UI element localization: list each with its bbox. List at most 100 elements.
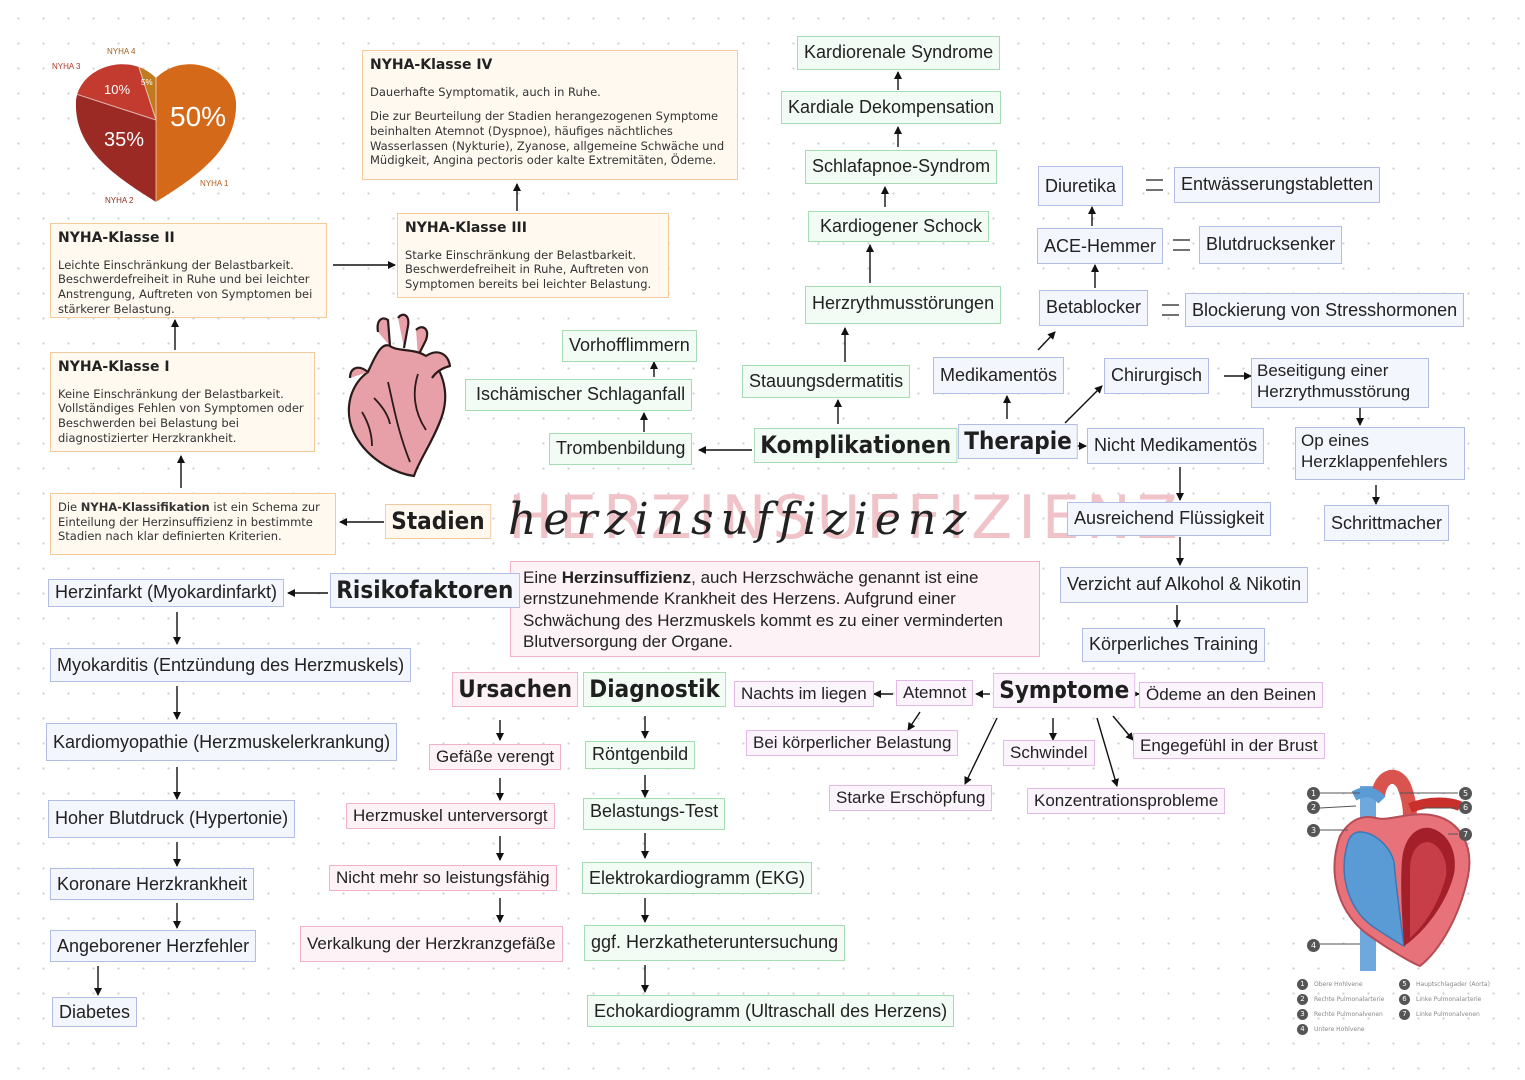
legend-number-7: 7 xyxy=(1399,1009,1410,1020)
risiko-diabetes: Diabetes xyxy=(52,997,138,1027)
nyha-pie-heart: 50% 35% 10% 5% NYHA 1 NYHA 2 NYHA 3 NYHA… xyxy=(52,47,237,205)
risiko-koronare-herzkrankheit: Koronare Herzkrankheit xyxy=(50,868,255,900)
komplikation-kardiogener-schock: Kardiogener Schock xyxy=(808,211,990,242)
heading-komplikationen: Komplikationen xyxy=(754,428,958,463)
nyha-class-2-text: Leichte Einschränkung der Belastbarkeit.… xyxy=(58,257,313,316)
risiko-hypertonie: Hoher Blutdruck (Hypertonie) xyxy=(48,800,296,838)
komplikation-schlafapnoe: Schlafapnoe-Syndrom xyxy=(805,150,998,184)
nyha-definition-card: Die NYHA-Klassifikation ist ein Schema z… xyxy=(50,493,336,555)
therapie-beseitigung-rhythmusstoerung: Beseitigung einer Herzrythmusstörung xyxy=(1251,358,1429,408)
legend-number-4: 4 xyxy=(1297,1024,1308,1035)
therapie-training: Körperliches Training xyxy=(1082,628,1266,662)
definition-bold: Herzinsuffizienz xyxy=(561,568,692,587)
diagnostik-belastungstest: Belastungs-Test xyxy=(583,798,726,830)
heading-ursachen: Ursachen xyxy=(452,672,579,707)
pie-label-nyha2: NYHA 2 xyxy=(105,196,134,205)
heading-symptome: Symptome xyxy=(993,673,1136,708)
ursache-herzmuskel-unterversorgt: Herzmuskel unterversorgt xyxy=(346,803,555,830)
pie-value-nyha3: 10% xyxy=(104,82,130,97)
legend-number-3: 3 xyxy=(1297,1009,1308,1020)
symptom-koerperliche-belastung: Bei körperlicher Belastung xyxy=(746,730,959,757)
therapie-fluessigkeit: Ausreichend Flüssigkeit xyxy=(1067,502,1272,536)
therapie-medikamentoes: Medikamentös xyxy=(933,357,1065,394)
nyha-class-4-card: NYHA-Klasse IV Dauerhafte Symptomatik, a… xyxy=(362,50,738,180)
nyha-class-3-card: NYHA-Klasse III Starke Einschränkung der… xyxy=(397,213,669,298)
legend-label-6: Linke Pulmonalarterie xyxy=(1416,996,1482,1003)
heart-cross-section-illustration xyxy=(1319,769,1471,971)
ursache-gefaesse-verengt: Gefäße verengt xyxy=(429,744,562,771)
therapie-betablocker: Betablocker xyxy=(1039,290,1149,326)
legend-label-7: Linke Pulmonalvenen xyxy=(1416,1011,1480,1018)
therapie-nicht-medikamentoes: Nicht Medikamentös xyxy=(1087,428,1265,464)
heading-stadien: Stadien xyxy=(385,504,491,539)
pie-label-nyha4: NYHA 4 xyxy=(107,47,136,56)
risiko-angeborener-herzfehler: Angeborener Herzfehler xyxy=(50,930,257,962)
anatomy-number-4: 4 xyxy=(1307,939,1320,952)
therapie-verzicht: Verzicht auf Alkohol & Nikotin xyxy=(1060,567,1309,603)
nyha-class-1-text: Keine Einschränkung der Belastbarkeit. V… xyxy=(58,386,304,445)
script-title: herzinsuffizienz xyxy=(508,494,974,545)
legend-label-3: Rechte Pulmonalvenen xyxy=(1314,1011,1383,1018)
komplikation-schlaganfall: Ischämischer Schlaganfall xyxy=(465,379,693,411)
symptom-engegefuehl: Engegefühl in der Brust xyxy=(1133,733,1325,760)
anatomy-number-7: 7 xyxy=(1459,828,1472,841)
definition-post: , auch Herzschwäche genannt ist eine ern… xyxy=(523,568,1003,651)
diagnostik-herzkatheter: ggf. Herzkatheteruntersuchung xyxy=(584,925,846,961)
legend-label-4: Untere Hohlvene xyxy=(1314,1026,1365,1033)
nyha-class-1-title: NYHA-Klasse I xyxy=(58,359,170,375)
nyha-class-4-text: Dauerhafte Symptomatik, auch in Ruhe. xyxy=(370,84,601,99)
definition-box: Eine Herzinsuffizienz, auch Herzschwäche… xyxy=(510,561,1040,657)
heading-diagnostik: Diagnostik xyxy=(583,672,727,707)
legend-number-6: 6 xyxy=(1399,994,1410,1005)
legend-number-2: 2 xyxy=(1297,994,1308,1005)
komplikation-dekompensation: Kardiale Dekompensation xyxy=(781,91,1002,124)
pie-value-nyha2: 35% xyxy=(104,129,144,151)
komplikation-kardiorenal: Kardiorenale Syndrome xyxy=(797,36,1001,70)
risiko-myokarditis: Myokarditis (Entzündung des Herzmuskels) xyxy=(50,648,412,682)
therapie-diuretika-effekt: Entwässerungstabletten xyxy=(1174,167,1381,203)
risiko-herzinfarkt: Herzinfarkt (Myokardinfarkt) xyxy=(48,579,285,607)
ursache-verkalkung: Verkalkung der Herzkranzgefäße xyxy=(300,926,563,962)
heading-therapie: Therapie xyxy=(958,424,1079,459)
symptom-oedeme: Ödeme an den Beinen xyxy=(1139,682,1324,709)
pie-slice-nyha3 xyxy=(75,64,156,120)
pie-label-nyha3: NYHA 3 xyxy=(52,62,81,71)
ursache-nicht-leistungsfaehig: Nicht mehr so leistungsfähig xyxy=(329,865,557,892)
anatomy-number-3: 3 xyxy=(1307,824,1320,837)
legend-number-1: 1 xyxy=(1297,979,1308,990)
symptom-schwindel: Schwindel xyxy=(1003,740,1095,767)
anatomy-number-6: 6 xyxy=(1459,801,1472,814)
symptom-erschoepfung: Starke Erschöpfung xyxy=(829,785,993,812)
anatomy-number-1: 1 xyxy=(1307,787,1320,800)
pie-slice-nyha1 xyxy=(156,64,237,203)
symptom-atemnot: Atemnot xyxy=(896,680,974,707)
pie-value-nyha1: 50% xyxy=(170,101,226,132)
nyha-class-3-title: NYHA-Klasse III xyxy=(405,220,527,236)
nyha-definition-post: ist ein Schema zur Einteilung der Herzin… xyxy=(58,500,320,544)
risiko-kardiomyopathie: Kardiomyopathie (Herzmuskelerkrankung) xyxy=(46,723,398,761)
legend-label-2: Rechte Pulmonalarterie xyxy=(1314,996,1385,1003)
diagnostik-echokardiogramm: Echokardiogramm (Ultraschall des Herzens… xyxy=(587,995,955,1027)
anatomical-heart-illustration xyxy=(347,313,452,478)
heading-risikofaktoren: Risikofaktoren xyxy=(330,573,520,608)
symptom-nachts-liegen: Nachts im liegen xyxy=(734,681,874,708)
anatomy-number-5: 5 xyxy=(1459,787,1472,800)
symptom-konzentration: Konzentrationsprobleme xyxy=(1027,788,1226,815)
diagnostik-roentgenbild: Röntgenbild xyxy=(585,741,696,769)
diagnostik-ekg: Elektrokardiogramm (EKG) xyxy=(582,862,813,894)
pie-label-nyha1: NYHA 1 xyxy=(200,179,229,188)
definition-pre: Eine xyxy=(523,568,562,587)
nyha-class-2-card: NYHA-Klasse II Leichte Einschränkung der… xyxy=(50,223,327,318)
nyha-definition-pre: Die xyxy=(58,500,81,514)
therapie-betablocker-effekt: Blockierung von Stresshormonen xyxy=(1185,293,1465,327)
nyha-definition-bold: NYHA-Klassifikation xyxy=(80,500,210,514)
therapie-chirurgisch: Chirurgisch xyxy=(1104,358,1210,394)
nyha-class-4-title: NYHA-Klasse IV xyxy=(370,57,493,73)
komplikation-herzrythmusstoerungen: Herzrythmusstörungen xyxy=(805,286,1002,324)
anatomy-number-2: 2 xyxy=(1307,801,1320,814)
therapie-ace-effekt: Blutdrucksenker xyxy=(1199,226,1343,264)
therapie-diuretika: Diuretika xyxy=(1038,166,1124,206)
pie-value-nyha4: 5% xyxy=(141,78,153,87)
komplikation-trombenbildung: Trombenbildung xyxy=(549,433,693,465)
